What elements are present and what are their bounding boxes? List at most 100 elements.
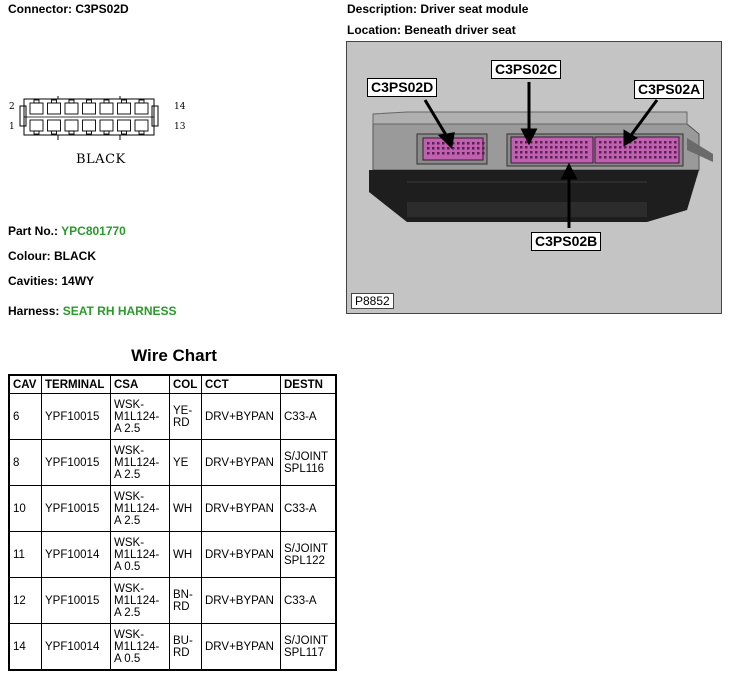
connector-pin xyxy=(609,151,612,154)
connector-pin xyxy=(457,147,460,150)
connector-pin xyxy=(580,151,583,154)
cavities-row: Cavities: 14WY xyxy=(8,274,94,288)
connector-pin xyxy=(664,146,667,149)
connector-pin xyxy=(575,151,578,154)
connector-pin xyxy=(560,151,563,154)
connector-pin xyxy=(477,152,480,155)
connector-pin xyxy=(674,146,677,149)
cavity-latch xyxy=(121,130,127,135)
description-label: Description: Driver seat module xyxy=(347,2,529,16)
connector-pin xyxy=(560,141,563,144)
connector-pin xyxy=(540,151,543,154)
cell-col: YE xyxy=(169,439,202,486)
connector-pin xyxy=(437,142,440,145)
connector-pin xyxy=(427,142,430,145)
connector-pin xyxy=(565,141,568,144)
connector-pin xyxy=(639,141,642,144)
connector-pin xyxy=(585,141,588,144)
cell-cav: 11 xyxy=(8,531,42,578)
cell-cav: 6 xyxy=(8,393,42,440)
connector-pin xyxy=(604,141,607,144)
connector-pin xyxy=(654,146,657,149)
connector-pin xyxy=(467,147,470,150)
connector-color-label: BLACK xyxy=(76,152,126,167)
connector-pin xyxy=(525,156,528,159)
connector-pin xyxy=(614,141,617,144)
connector-pin xyxy=(535,141,538,144)
callout-c3ps02d: C3PS02D xyxy=(367,78,438,97)
cell-cct: DRV+BYPAN xyxy=(201,623,281,671)
part-no-label: Part No.: xyxy=(8,224,59,238)
cell-cav: 8 xyxy=(8,439,42,486)
connector-pin xyxy=(462,152,465,155)
cavity-latch xyxy=(103,130,110,135)
connector-pin xyxy=(674,156,677,159)
cell-csa: WSK- M1L124- A 2.5 xyxy=(110,393,170,440)
pin-label-14: 14 xyxy=(174,102,186,112)
connector-pin xyxy=(644,151,647,154)
cell-col: BU- RD xyxy=(169,623,202,671)
connector-pin xyxy=(437,147,440,150)
header-cct: CCT xyxy=(201,374,281,394)
connector-pin xyxy=(580,146,583,149)
connector-pin xyxy=(427,152,430,155)
connector-pin xyxy=(619,156,622,159)
connector-face-diagram: 2 1 14 13 xyxy=(8,96,198,151)
cavity-latch xyxy=(68,99,75,104)
cavities-value: 14WY xyxy=(61,274,95,288)
connector-pin xyxy=(669,141,672,144)
connector-pin xyxy=(520,146,523,149)
connector-pin xyxy=(447,147,450,150)
cavity-cell xyxy=(134,102,149,115)
cavity-cell xyxy=(47,102,61,115)
module-photo-svg xyxy=(369,82,713,228)
module-photo: C3PS02D C3PS02C C3PS02A C3PS02B P8852 xyxy=(346,41,722,314)
cell-destn: S/JOINT SPL117 xyxy=(280,623,337,671)
cell-col: WH xyxy=(169,485,202,532)
cavity-cell xyxy=(99,102,114,115)
connector-pin xyxy=(639,151,642,154)
connector-pin xyxy=(654,151,657,154)
connector-pin xyxy=(467,152,470,155)
connector-pin xyxy=(654,156,657,159)
header-col: COL xyxy=(169,374,202,394)
colour-value: BLACK xyxy=(54,249,96,263)
connector-pin xyxy=(457,142,460,145)
cell-destn: C33-A xyxy=(280,577,337,624)
cell-col: YE- RD xyxy=(169,393,202,440)
cell-cct: DRV+BYPAN xyxy=(201,393,281,440)
connector-pin xyxy=(555,141,558,144)
cavity-cell xyxy=(82,119,96,132)
connector-pin xyxy=(644,156,647,159)
cell-cct: DRV+BYPAN xyxy=(201,531,281,578)
connector-pin xyxy=(535,151,538,154)
connector-pin xyxy=(580,141,583,144)
harness-label: Harness: xyxy=(8,304,60,318)
pin-label-13: 13 xyxy=(174,122,186,132)
connector-pin xyxy=(560,156,563,159)
connector-pin xyxy=(530,151,533,154)
connector-pin xyxy=(619,146,622,149)
connector-pin xyxy=(634,156,637,159)
cell-terminal: YPF10015 xyxy=(41,439,111,486)
connector-pin xyxy=(472,152,475,155)
connector-pin xyxy=(609,156,612,159)
connector-pin xyxy=(482,152,485,155)
callout-c3ps02c: C3PS02C xyxy=(491,60,562,79)
connector-pin xyxy=(447,152,450,155)
connector-pin xyxy=(575,141,578,144)
connector-pin xyxy=(452,147,455,150)
cell-csa: WSK- M1L124- A 0.5 xyxy=(110,623,170,671)
photo-reference: P8852 xyxy=(351,293,394,309)
connector-pin xyxy=(477,142,480,145)
cavity-cell xyxy=(99,119,114,132)
cell-col: BN- RD xyxy=(169,577,202,624)
connector-pin xyxy=(634,151,637,154)
connector-pin xyxy=(604,156,607,159)
cavity-cell xyxy=(134,119,149,132)
cell-destn: C33-A xyxy=(280,485,337,532)
connector-pin xyxy=(614,156,617,159)
header-csa: CSA xyxy=(110,374,170,394)
